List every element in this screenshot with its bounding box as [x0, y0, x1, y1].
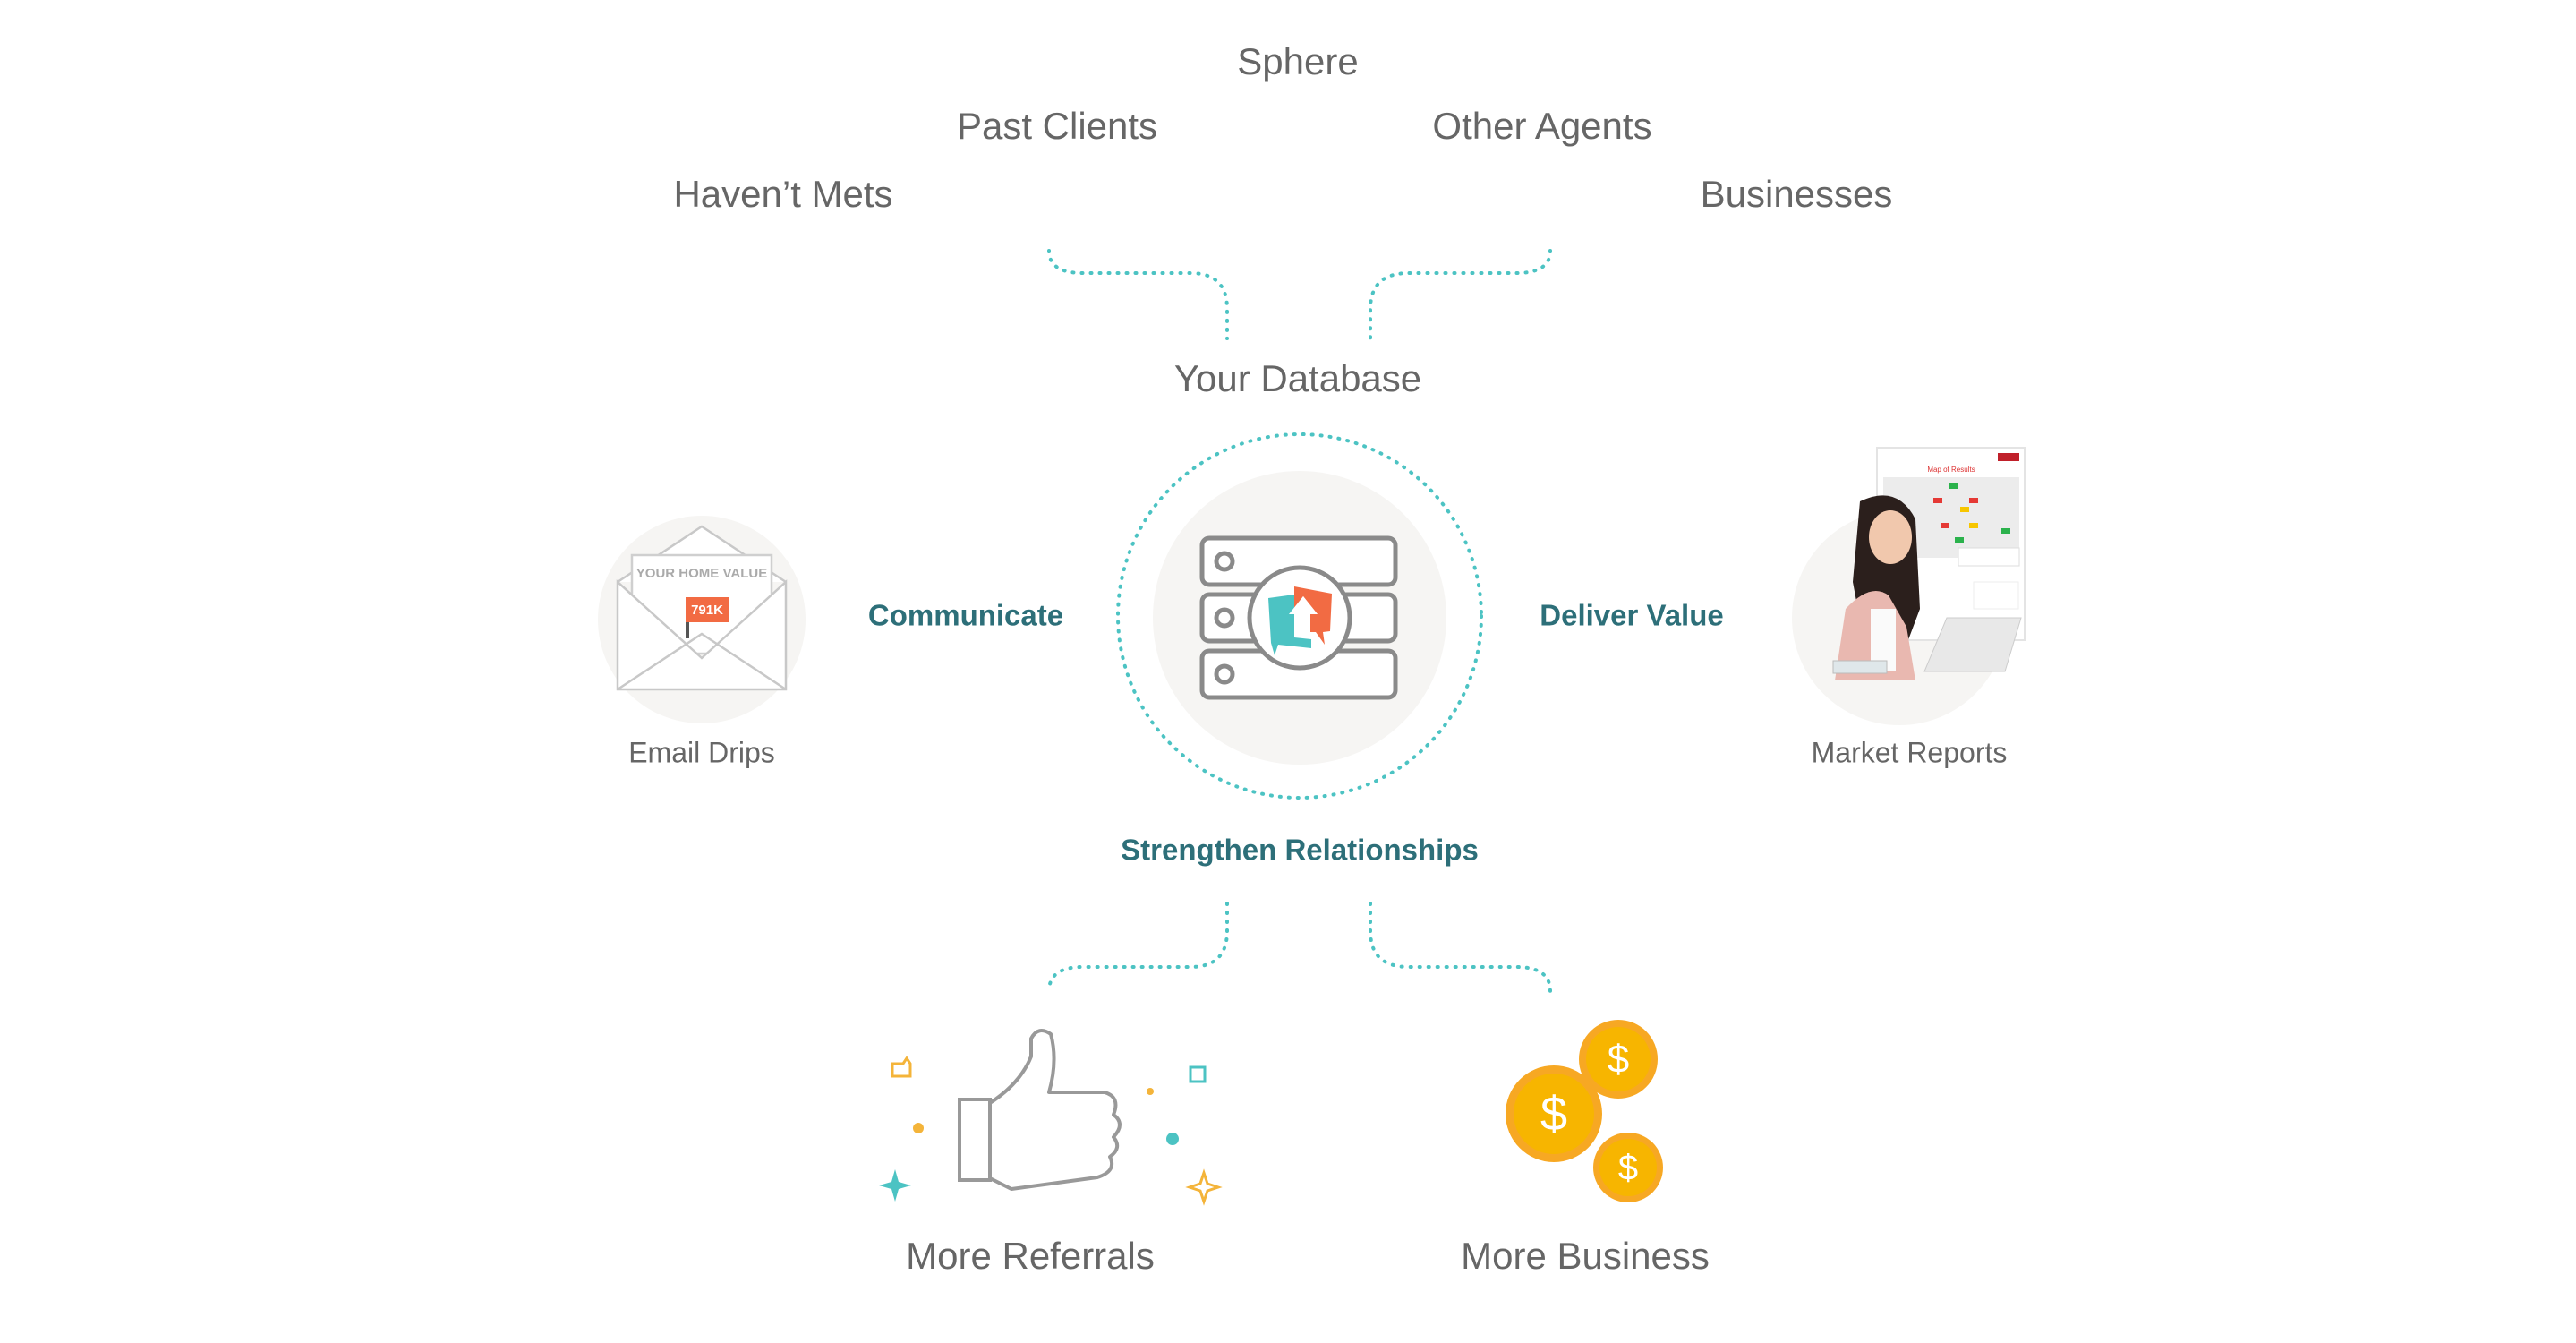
- thumbs-up-icon: [879, 1029, 1223, 1206]
- communicate-label: Communicate: [868, 599, 1063, 632]
- database-title: Your Database: [1174, 357, 1421, 399]
- report-title: Map of Results: [1927, 466, 1975, 474]
- coins-icon: $ $ $: [1506, 1020, 1663, 1202]
- more-business-label: More Business: [1461, 1235, 1710, 1277]
- source-past-clients: Past Clients: [957, 105, 1157, 147]
- more-referrals-label: More Referrals: [906, 1235, 1155, 1277]
- map-pin-markers: [1933, 483, 2010, 543]
- source-other-agents: Other Agents: [1432, 105, 1651, 147]
- email-drips-illustration: YOUR HOME VALUE 791K: [598, 516, 806, 723]
- market-reports-label: Market Reports: [1812, 736, 2008, 768]
- coin-symbol: $: [1540, 1087, 1567, 1141]
- strengthen-relationships-label: Strengthen Relationships: [1121, 834, 1479, 867]
- connector-bottom-left: [1047, 902, 1229, 993]
- deliver-value-label: Deliver Value: [1540, 599, 1723, 632]
- email-heading: YOUR HOME VALUE: [636, 566, 767, 581]
- coin-symbol: $: [1608, 1038, 1629, 1082]
- source-businesses: Businesses: [1701, 173, 1893, 215]
- connector-top-right: [1369, 249, 1552, 340]
- email-value: 791K: [691, 603, 723, 618]
- coin-symbol: $: [1618, 1149, 1638, 1188]
- connector-bottom-right: [1369, 902, 1552, 993]
- connector-top-left: [1047, 249, 1229, 340]
- database-server-icon: [1116, 432, 1483, 800]
- source-sphere: Sphere: [1237, 40, 1358, 82]
- market-reports-illustration: Map of Results: [1792, 447, 2026, 725]
- chat-house-logo-icon: [1268, 586, 1332, 655]
- email-drips-label: Email Drips: [628, 736, 775, 768]
- source-havent-mets: Haven’t Mets: [673, 173, 892, 215]
